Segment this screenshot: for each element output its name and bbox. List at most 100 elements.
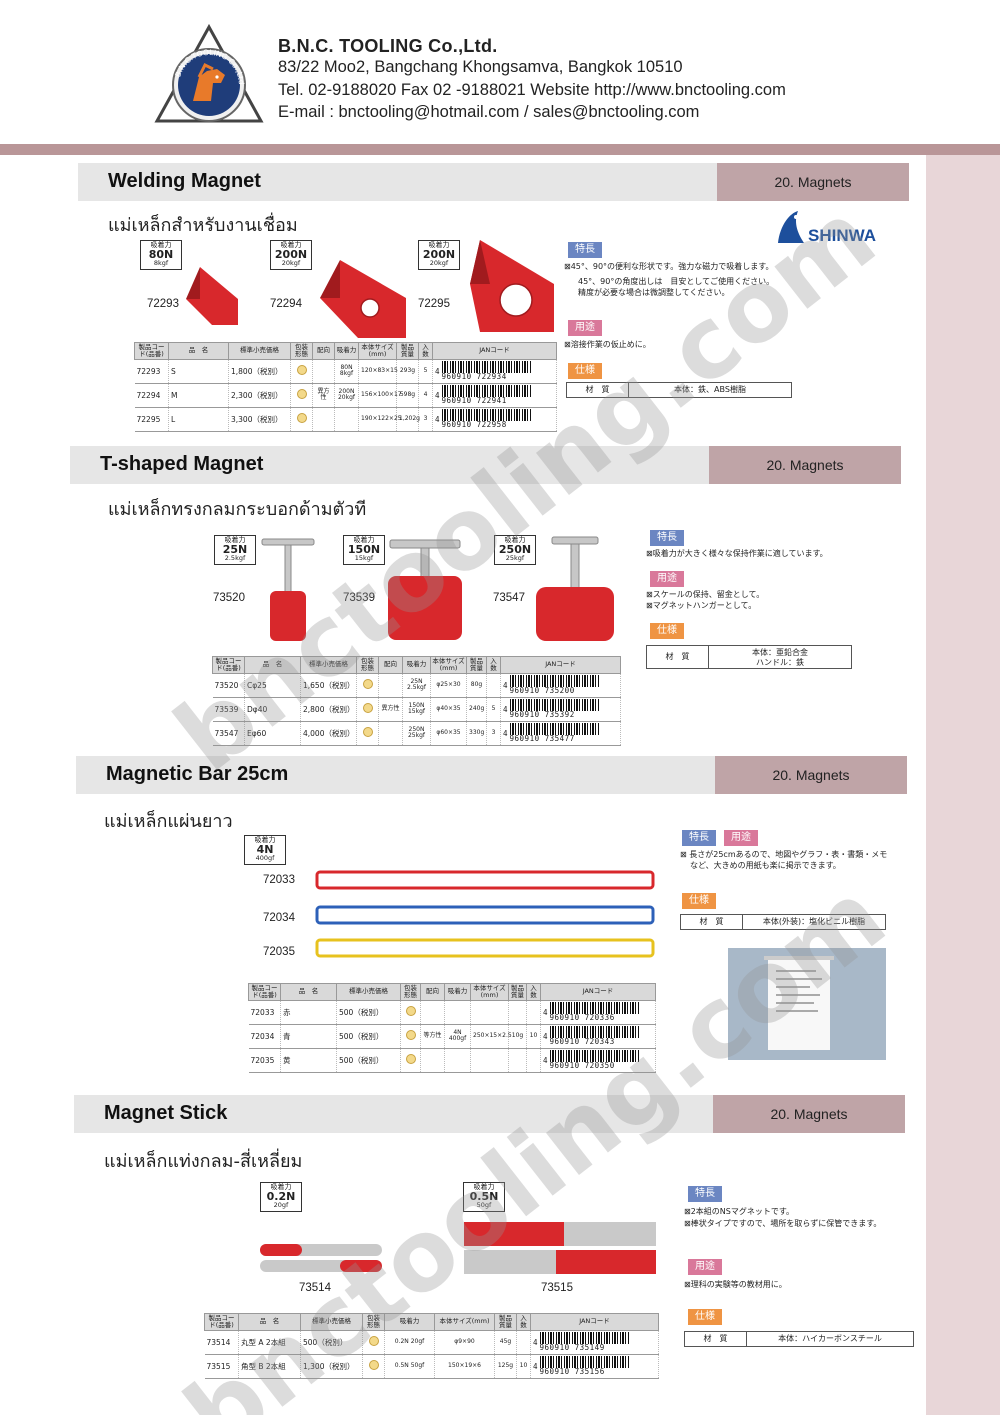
features-tag: 特長 — [568, 242, 602, 258]
section-thai-title: แม่เหล็กแผ่นยาว — [104, 811, 233, 832]
section-title: T-shaped Magnet — [100, 453, 264, 475]
package-icon — [296, 389, 307, 400]
barcode-icon: 960910 722941 — [441, 385, 532, 405]
features-text: など、大きめの用紙も楽に掲示できます。 — [690, 861, 841, 870]
magnetic-bar-blue-image — [315, 905, 655, 925]
magnet-stick-round-image — [260, 1244, 382, 1272]
features-text: ⊠ 長さが25cmあるので、地図やグラフ・表・書類・メモ — [680, 850, 888, 859]
features-text: ⊠棒状タイプですので、場所を取らずに保管できます。 — [684, 1219, 882, 1228]
package-icon — [405, 1054, 416, 1065]
package-icon — [296, 413, 307, 424]
magnet-stick-square-image — [464, 1222, 656, 1274]
section-thai-title: แม่เหล็กทรงกลมกระบอกด้ามตัวที — [108, 499, 367, 520]
package-icon — [405, 1030, 416, 1041]
company-contact: Tel. 02-9188020 Fax 02 -9188021 Website … — [278, 80, 786, 99]
usage-text: ⊠理科の実験等の教材用に。 — [684, 1280, 787, 1289]
product-code: 73514 — [299, 1282, 331, 1294]
barcode-icon: 960910 720350 — [549, 1050, 640, 1070]
usage-text: ⊠マグネットハンガーとして。 — [646, 601, 757, 610]
wall-photo-image — [728, 948, 886, 1060]
section-category: 20. Magnets — [713, 1095, 905, 1133]
section-magnetic-bar-bar: Magnetic Bar 25cm 20. Magnets — [76, 756, 907, 794]
brand-name: SHINWA — [808, 226, 876, 245]
usage-tag: 用途 — [650, 571, 684, 587]
welding-magnet-medium-image — [320, 260, 406, 338]
package-icon — [362, 679, 373, 690]
company-email: E-mail : bnctooling@hotmail.com / sales@… — [278, 103, 700, 121]
features-note: 45°、90°の角度出しは 目安としてご使用ください。 — [578, 277, 775, 286]
magnetic-bar-red-image — [315, 870, 655, 890]
spec-tag: 仕様 — [682, 893, 716, 909]
t-magnet-medium-image — [388, 539, 462, 640]
section-category: 20. Magnets — [715, 756, 907, 794]
features-text: ⊠2本組のNSマグネットです。 — [684, 1207, 795, 1216]
section-title: Magnet Stick — [104, 1102, 228, 1124]
section-welding-magnet-bar: Welding Magnet 20. Magnets — [78, 163, 909, 201]
usage-text: ⊠スケールの保持、留金として。 — [646, 590, 765, 599]
right-decor-strip — [926, 155, 1000, 1415]
features-tag: 特長 — [688, 1186, 722, 1202]
material-spec: 材 質本体：鉄、ABS樹脂 — [566, 382, 792, 398]
barcode-icon: 960910 735477 — [509, 723, 600, 743]
barcode-icon: 960910 735392 — [509, 699, 600, 719]
package-icon — [405, 1006, 416, 1017]
section-title: Magnetic Bar 25cm — [106, 763, 289, 785]
package-icon — [368, 1336, 379, 1347]
features-text: ⊠吸着力が大きく様々な保持作業に適しています。 — [646, 549, 828, 558]
magnetic-bar-yellow-image — [315, 938, 655, 958]
welding-magnet-small-image — [186, 267, 238, 325]
product-code: 72293 — [147, 298, 179, 310]
features-note: 精度が必要な場合は微調整してください。 — [578, 288, 730, 297]
material-spec: 材 質本体：亜鉛合金ハンドル：鉄 — [646, 645, 852, 669]
header-band — [0, 144, 1000, 155]
product-code: 72295 — [418, 298, 450, 310]
company-name: B.N.C. TOOLING Co.,Ltd. — [278, 36, 498, 56]
product-code: 72033 — [263, 874, 295, 886]
material-spec: 材 質本体：ハイカーボンスチール — [684, 1331, 914, 1347]
package-icon — [362, 727, 373, 738]
section-magnet-stick-bar: Magnet Stick 20. Magnets — [74, 1095, 905, 1133]
barcode-icon: 960910 720343 — [549, 1026, 640, 1046]
product-code: 73520 — [213, 592, 245, 604]
usage-tag: 用途 — [688, 1259, 722, 1275]
section-thai-title: แม่เหล็กสำหรับงานเชื่อม — [108, 215, 298, 236]
barcode-icon: 960910 720336 — [549, 1002, 640, 1022]
package-icon — [362, 703, 373, 714]
section-title: Welding Magnet — [108, 170, 261, 192]
spec-table-t-shaped: 製品コード(品番)品 名標準小売価格包装形態配向吸着力本体サイズ(mm)製品質量… — [212, 656, 621, 746]
t-magnet-small-image — [261, 538, 315, 641]
product-code: 72034 — [263, 912, 295, 924]
spec-tag: 仕様 — [568, 363, 602, 379]
features-text: ⊠45°、90°の便利な形状です。強力な磁力で吸着します。 — [564, 262, 774, 271]
section-category: 20. Magnets — [717, 163, 909, 201]
product-code: 73547 — [493, 592, 525, 604]
product-code: 72035 — [263, 946, 295, 958]
package-icon — [296, 365, 307, 376]
barcode-icon: 960910 735156 — [539, 1356, 630, 1376]
section-t-shaped-magnet-bar: T-shaped Magnet 20. Magnets — [70, 446, 901, 484]
spec-table-welding: 製品コード(品番)品 名標準小売価格包装形態配向吸着力本体サイズ(mm)製品質量… — [134, 342, 557, 432]
t-magnet-large-image — [536, 536, 614, 641]
usage-tag: 用途 — [724, 830, 758, 846]
product-code: 73515 — [541, 1282, 573, 1294]
welding-magnet-large-image — [470, 240, 554, 332]
section-category: 20. Magnets — [709, 446, 901, 484]
section-thai-title: แม่เหล็กแท่งกลม-สี่เหลี่ยม — [104, 1151, 303, 1172]
company-header: B.N.C. TOOLING Co.,Ltd. 83/22 Moo2, Bang… — [278, 36, 898, 126]
